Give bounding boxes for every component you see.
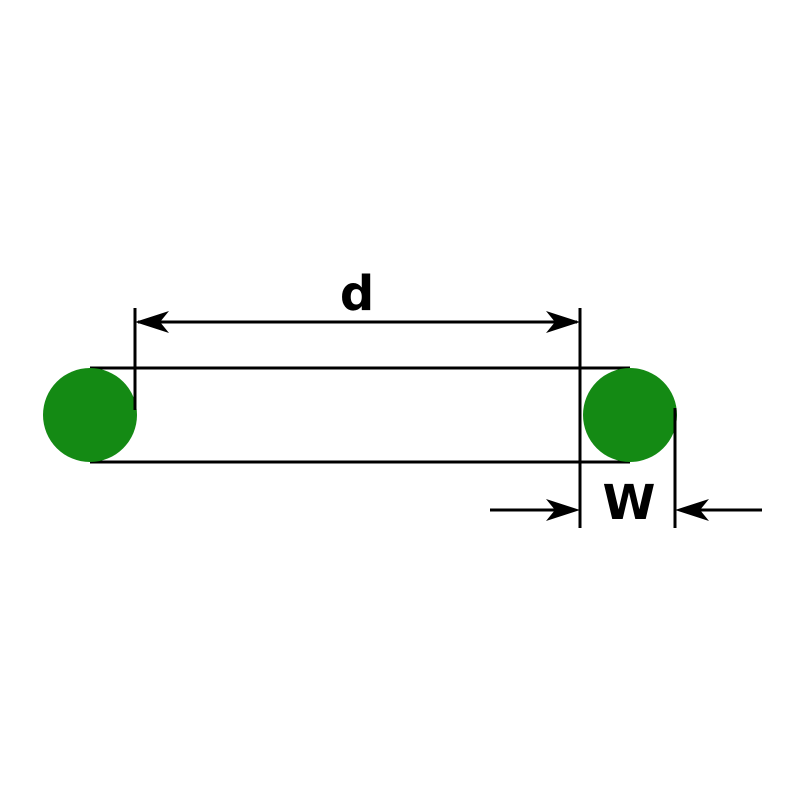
w-arrowhead-right-icon bbox=[675, 499, 709, 521]
inner-diameter-label: d bbox=[340, 266, 374, 322]
w-arrowhead-left-icon bbox=[546, 499, 580, 521]
left-cross-section-circle bbox=[43, 368, 137, 462]
d-arrowhead-left-icon bbox=[135, 311, 169, 333]
width-label: W bbox=[603, 475, 656, 531]
right-cross-section-circle bbox=[583, 368, 677, 462]
d-arrowhead-right-icon bbox=[546, 311, 580, 333]
